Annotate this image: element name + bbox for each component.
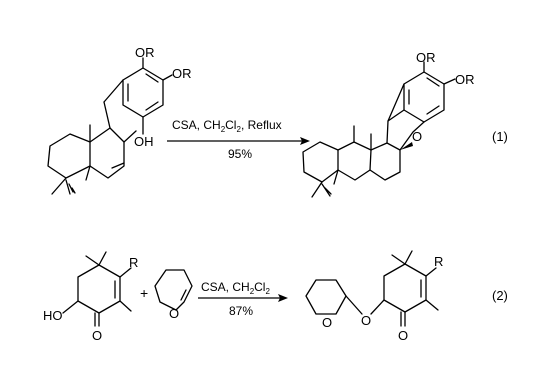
product1-or-right-label: OR [455, 72, 475, 87]
reactant1-ring-a [47, 133, 91, 179]
product1-ring-c [369, 142, 401, 181]
reaction2-reactant1: R HO O [43, 251, 138, 343]
product2-r-label: R [434, 254, 443, 269]
dihydropyran-ring [154, 269, 193, 311]
reaction2-reagent-text: CSA, CH2Cl2 [201, 280, 270, 296]
product2-ring-o-label: O [322, 315, 332, 330]
reaction1-reagent-text: CSA, CH2Cl2, Reflux [172, 118, 282, 134]
reactant1-or-right-label: OR [172, 66, 192, 81]
reaction2-product: R O O O [305, 250, 443, 343]
product2-link-o-label: O [361, 313, 371, 328]
product1-aromatic-ring [403, 71, 445, 123]
reactant2-ho-label: HO [43, 308, 63, 323]
reaction2-conditions: CSA, CH2Cl2 87% [198, 280, 288, 318]
reaction2-dihydropyran: O [154, 269, 193, 321]
reaction2-yield-text: 87% [229, 304, 253, 318]
dihydropyran-o-label: O [169, 306, 179, 321]
product2-keto-o-label: O [398, 328, 408, 343]
reactant1-or-top-label: OR [135, 45, 155, 60]
reaction1-product: OR OR O [302, 50, 475, 198]
product1-ring-a [302, 141, 339, 183]
product2-cyclohexenone-ring [383, 263, 427, 313]
reactant2-o-label: O [92, 328, 102, 343]
reaction1-number: (1) [492, 129, 508, 144]
reaction2-plus-sign: + [140, 285, 148, 301]
reactant1-aromatic-ring [122, 67, 164, 118]
reaction2-number: (2) [492, 288, 508, 303]
reaction1-reactant: OR OR OH [47, 45, 192, 195]
reactant1-oh-label: OH [134, 134, 154, 149]
product1-o-label: O [412, 129, 422, 144]
reactant2-r-label: R [129, 255, 138, 270]
product1-pyran-ring [386, 109, 425, 151]
product2-thp-ring [305, 279, 347, 315]
reactant2-cyclohexenone-ring [77, 264, 121, 314]
product1-ring-b [337, 141, 372, 181]
product1-or-top-label: OR [416, 50, 436, 65]
reaction1-conditions: CSA, CH2Cl2, Reflux 95% [167, 118, 310, 161]
reaction1-yield-text: 95% [228, 147, 252, 161]
reactant1-ring-b [89, 127, 125, 179]
